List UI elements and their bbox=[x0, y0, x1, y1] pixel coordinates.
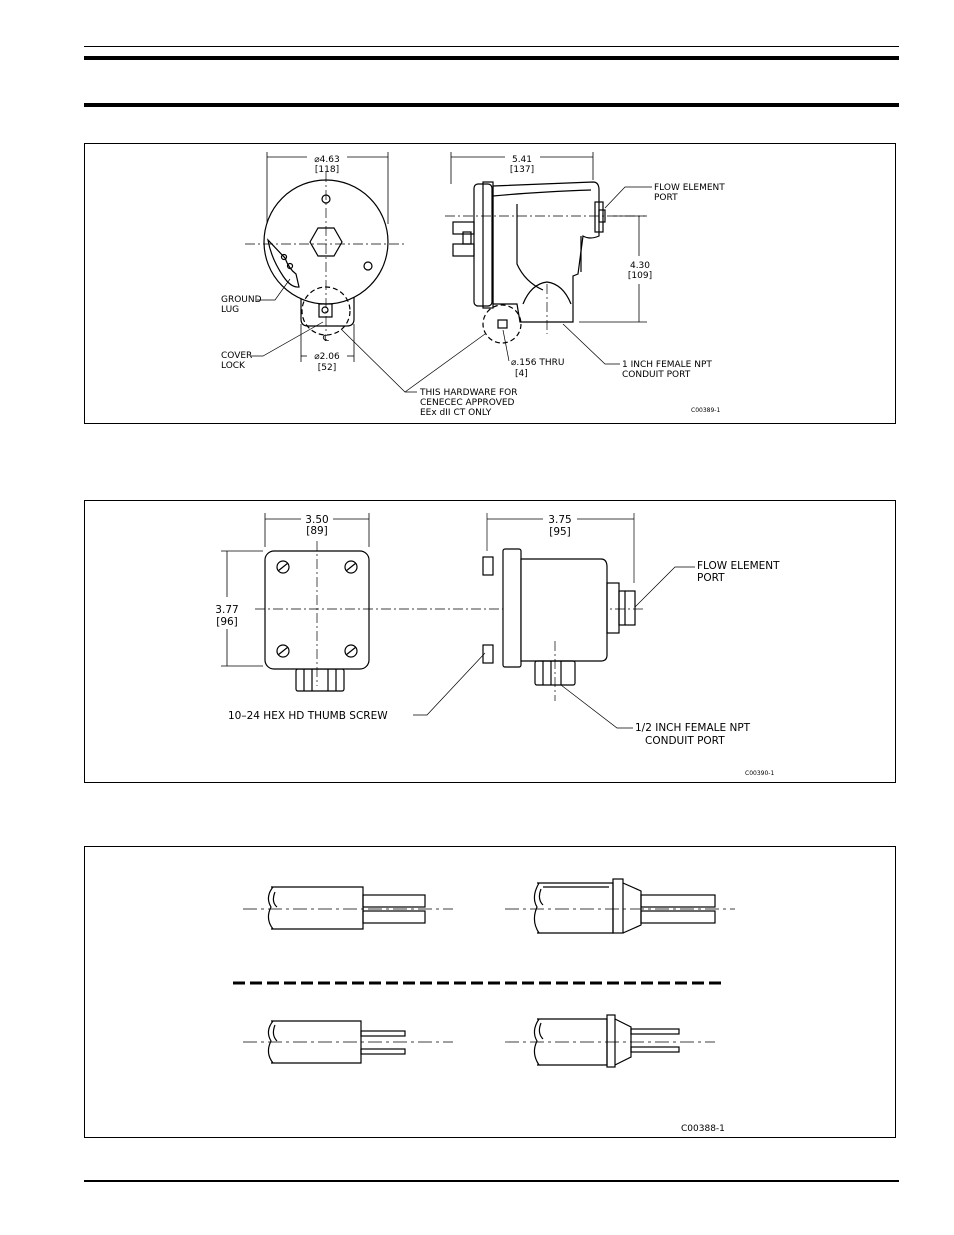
side-length-dimension-metric: [95] bbox=[549, 526, 571, 538]
base-dimension: ⌀2.06 bbox=[314, 352, 340, 362]
side-view-round-housing bbox=[452, 181, 606, 344]
figure-1-panel: ⌀4.63 [118] ⌀2.06 [52] ℄ GROUND LUG COVE… bbox=[84, 143, 896, 424]
figure-3-id: C00388-1 bbox=[681, 1124, 725, 1134]
ground-lug-label-line1: GROUND bbox=[221, 295, 262, 305]
probe-fitting-pins bbox=[533, 1014, 680, 1068]
front-width-dimension-metric: [118] bbox=[315, 165, 339, 175]
hole-dimension-metric: [4] bbox=[515, 369, 528, 379]
footer-rule bbox=[84, 1180, 899, 1182]
flow-element-port-label-line2: PORT bbox=[697, 572, 725, 584]
section-thick-rule bbox=[84, 103, 899, 107]
front-height-dimension-metric: [96] bbox=[216, 616, 238, 628]
conduit-port-label-line1: 1 INCH FEMALE NPT bbox=[622, 360, 712, 370]
hardware-note-line3: EEx dII CT ONLY bbox=[420, 408, 492, 418]
figure-2-id: C00390-1 bbox=[745, 770, 774, 777]
hole-dimension: ⌀.156 THRU bbox=[511, 358, 564, 368]
figure-3-panel: C00388-1 bbox=[84, 846, 896, 1138]
side-height-dimension: 4.30 bbox=[630, 261, 650, 271]
side-length-dimension-metric: [137] bbox=[510, 165, 534, 175]
probe-fitting-flat-blades bbox=[533, 878, 716, 934]
side-height-dimension-metric: [109] bbox=[628, 271, 652, 281]
conduit-port-label-line2: CONDUIT PORT bbox=[622, 370, 691, 380]
front-width-dimension: ⌀4.63 bbox=[314, 155, 339, 165]
front-width-dimension-metric: [89] bbox=[306, 525, 328, 537]
figure-3-drawing: C00388-1 bbox=[233, 878, 735, 1134]
cover-lock-label-line1: COVER bbox=[221, 351, 252, 361]
header-thin-rule bbox=[84, 46, 899, 47]
flow-element-port-label-line1: FLOW ELEMENT bbox=[697, 560, 780, 572]
conduit-port-label-line2: CONDUIT PORT bbox=[645, 735, 725, 747]
figure-1-drawing: ⌀4.63 [118] ⌀2.06 [52] ℄ GROUND LUG COVE… bbox=[221, 152, 725, 418]
thumb-screw-label: 10–24 HEX HD THUMB SCREW bbox=[228, 710, 388, 722]
hardware-note-line1: THIS HARDWARE FOR bbox=[419, 388, 517, 398]
conduit-port-label-line1: 1/2 INCH FEMALE NPT bbox=[635, 722, 751, 734]
side-view-square-housing bbox=[482, 548, 636, 686]
side-length-dimension: 3.75 bbox=[548, 514, 571, 526]
cover-lock-label-line2: LOCK bbox=[221, 361, 246, 371]
probe-plain-flat-blades bbox=[267, 886, 426, 930]
hardware-note-line2: CENECEC APPROVED bbox=[420, 398, 515, 408]
base-dimension-metric: [52] bbox=[318, 363, 336, 373]
flow-element-port-label-line2: PORT bbox=[654, 193, 678, 203]
figure-2-panel: 3.50 [89] 3.77 [96] 3.75 [95] FLOW EL bbox=[84, 500, 896, 783]
side-length-dimension: 5.41 bbox=[512, 155, 532, 165]
figure-1-id: C00389-1 bbox=[691, 407, 720, 414]
header-thick-rule bbox=[84, 56, 899, 60]
front-width-dimension: 3.50 bbox=[305, 514, 328, 526]
figure-2-drawing: 3.50 [89] 3.77 [96] 3.75 [95] FLOW EL bbox=[215, 513, 780, 777]
front-view-round-housing bbox=[263, 179, 389, 336]
centerline-symbol: ℄ bbox=[322, 334, 329, 344]
flow-element-port-label-line1: FLOW ELEMENT bbox=[654, 183, 725, 193]
front-height-dimension: 3.77 bbox=[215, 604, 238, 616]
ground-lug-label-line2: LUG bbox=[221, 305, 239, 315]
